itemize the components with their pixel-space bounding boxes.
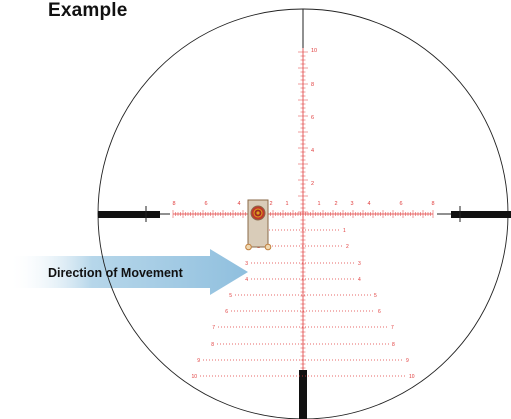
hold-left-label: 9 <box>197 358 200 364</box>
hold-left-label: 7 <box>212 325 215 331</box>
horizontal-mil-label: 6 <box>399 201 402 207</box>
target-right-foot <box>264 243 272 251</box>
hold-left-label: 6 <box>225 309 228 315</box>
hold-right-label: 3 <box>358 261 361 267</box>
hold-right-label: 6 <box>378 309 381 315</box>
hold-left-label: 8 <box>211 342 214 348</box>
hold-right-label: 7 <box>391 325 394 331</box>
horizontal-mil-label: 1 <box>285 201 288 207</box>
horizontal-mil-label: 4 <box>367 201 370 207</box>
hold-right-label: 8 <box>392 342 395 348</box>
vertical-mil-label: 10 <box>311 48 317 54</box>
hold-left-label: 4 <box>245 277 248 283</box>
horizontal-mil-label: 3 <box>350 201 353 207</box>
vertical-mil-label: 8 <box>311 82 314 88</box>
hold-left-label: 5 <box>229 293 232 299</box>
target <box>245 199 272 251</box>
direction-arrow <box>8 249 248 295</box>
hold-left-label: 3 <box>245 261 248 267</box>
horizontal-mil-label: 4 <box>237 201 240 207</box>
hold-right-label: 10 <box>409 374 415 380</box>
direction-label: Direction of Movement <box>48 266 183 280</box>
left-post <box>98 211 160 218</box>
red-reticle: 864211234681086421122334455667788991010 <box>172 48 435 380</box>
vertical-mil-label: 6 <box>311 115 314 121</box>
hold-right-label: 9 <box>406 358 409 364</box>
vertical-mil-label: 2 <box>311 181 314 187</box>
bottom-post <box>299 370 307 419</box>
page-title: Example <box>48 0 128 21</box>
horizontal-mil-label: 2 <box>334 201 337 207</box>
target-bullseye-center <box>256 211 260 215</box>
horizontal-mil-label: 8 <box>172 201 175 207</box>
hold-right-label: 5 <box>374 293 377 299</box>
hold-right-label: 4 <box>358 277 361 283</box>
horizontal-mil-label: 2 <box>269 201 272 207</box>
vertical-mil-label: 4 <box>311 148 314 154</box>
horizontal-mil-label: 6 <box>204 201 207 207</box>
target-left-foot <box>245 243 252 251</box>
hold-left-label: 10 <box>191 374 197 380</box>
hold-right-label: 2 <box>346 244 349 250</box>
hold-right-label: 1 <box>343 228 346 234</box>
horizontal-mil-label: 8 <box>431 201 434 207</box>
right-post <box>451 211 511 218</box>
horizontal-mil-label: 1 <box>317 201 320 207</box>
